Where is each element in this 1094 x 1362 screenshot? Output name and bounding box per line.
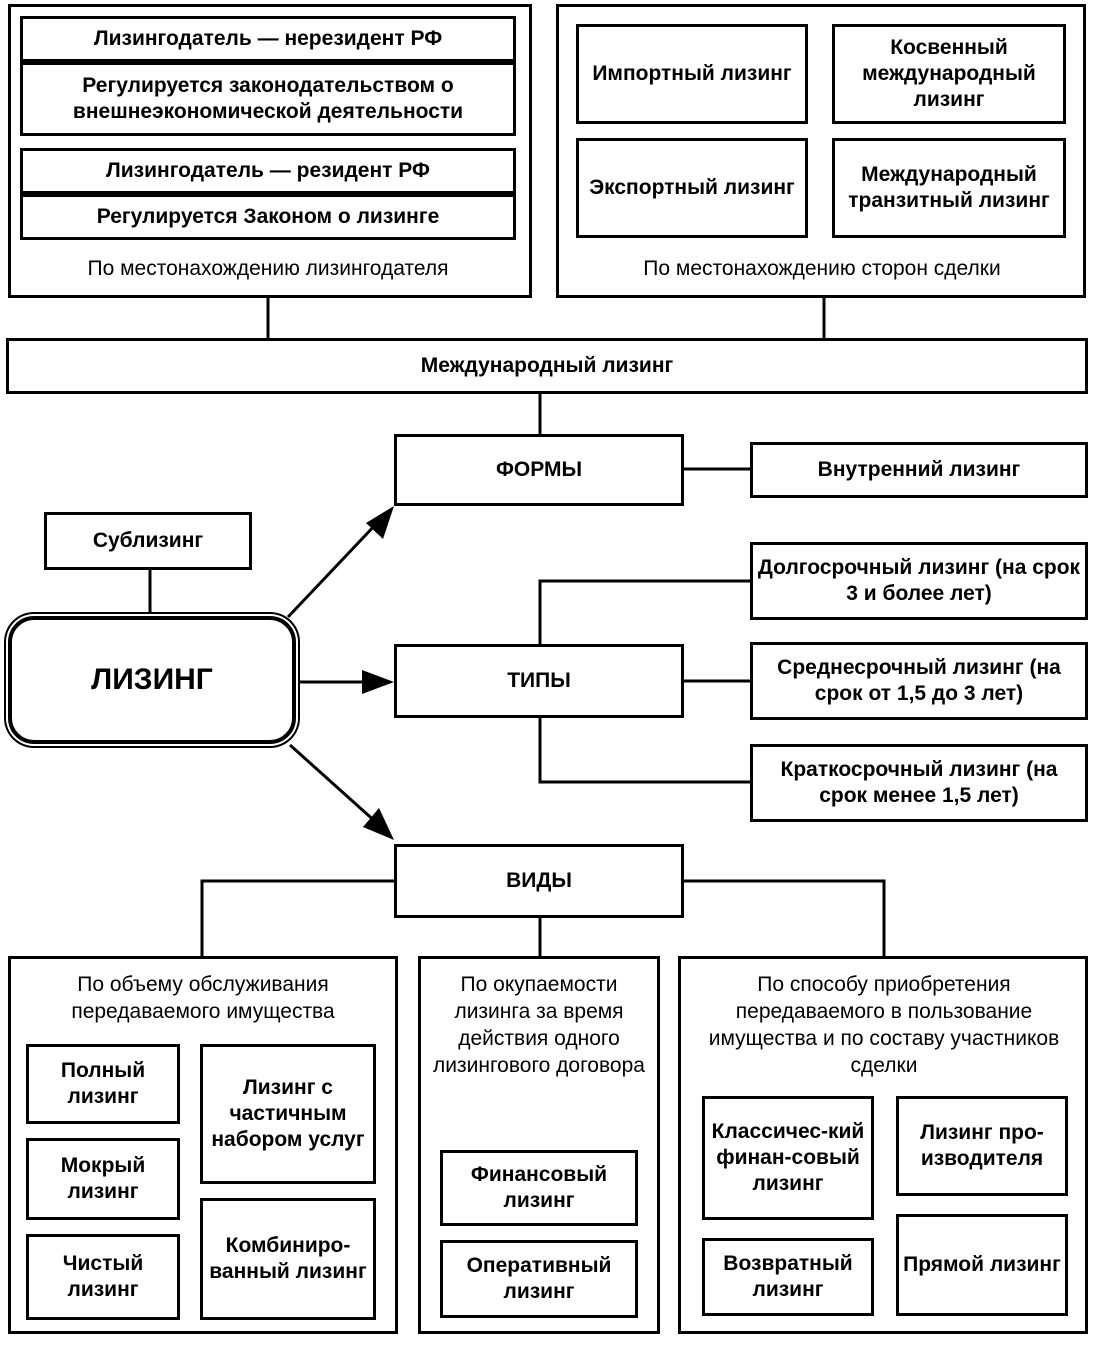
box-net: Чистый лизинг — [26, 1234, 180, 1320]
caption-service-scope: По объему обслуживания передаваемого иму… — [71, 973, 335, 1023]
box-internal: Внутренний лизинг — [750, 442, 1088, 498]
box-direct: Прямой лизинг — [896, 1214, 1068, 1316]
caption-acquisition: По способу приобретения передаваемого в … — [708, 973, 1060, 1077]
box-operating: Оперативный лизинг — [440, 1240, 638, 1318]
box-kinds: ВИДЫ — [394, 844, 684, 918]
box-long-term: Долгосрочный лизинг (на срок 3 и более л… — [750, 542, 1088, 620]
box-transit: Международный транзитный лизинг — [832, 138, 1066, 238]
box-types: ТИПЫ — [394, 644, 684, 718]
caption-parties-location: По местонахождению сторон сделки — [643, 257, 1001, 280]
caption-lessor-location: По местонахождению лизингодателя — [87, 257, 449, 280]
box-combined: Комбиниро-ванный лизинг — [200, 1198, 376, 1320]
box-resident-law: Регулируется Законом о лизинге — [20, 194, 516, 240]
box-international: Международный лизинг — [6, 338, 1088, 394]
box-leasing: ЛИЗИНГ — [8, 616, 296, 744]
box-producer: Лизинг про-изводителя — [896, 1096, 1068, 1196]
box-resident: Лизингодатель — резидент РФ — [20, 148, 516, 194]
caption-payback: По окупаемости лизинга за время действия… — [433, 973, 645, 1077]
box-wet: Мокрый лизинг — [26, 1138, 180, 1220]
box-leaseback: Возвратный лизинг — [702, 1238, 874, 1316]
box-export: Экспортный лизинг — [576, 138, 808, 238]
box-sublease: Сублизинг — [44, 512, 252, 570]
box-financial: Финансовый лизинг — [440, 1150, 638, 1226]
box-short-term: Краткосрочный лизинг (на срок менее 1,5 … — [750, 744, 1088, 822]
box-partial: Лизинг с частичным набором услуг — [200, 1044, 376, 1184]
box-forms: ФОРМЫ — [394, 434, 684, 506]
box-nonresident: Лизингодатель — нерезидент РФ — [20, 16, 516, 62]
box-medium-term: Среднесрочный лизинг (на срок от 1,5 до … — [750, 642, 1088, 720]
box-nonresident-law: Регулируется законодательством о внешнеэ… — [20, 62, 516, 136]
box-full: Полный лизинг — [26, 1044, 180, 1124]
box-classic: Классичес-кий финан-совый лизинг — [702, 1096, 874, 1220]
box-import: Импортный лизинг — [576, 24, 808, 124]
box-indirect: Косвенный международный лизинг — [832, 24, 1066, 124]
